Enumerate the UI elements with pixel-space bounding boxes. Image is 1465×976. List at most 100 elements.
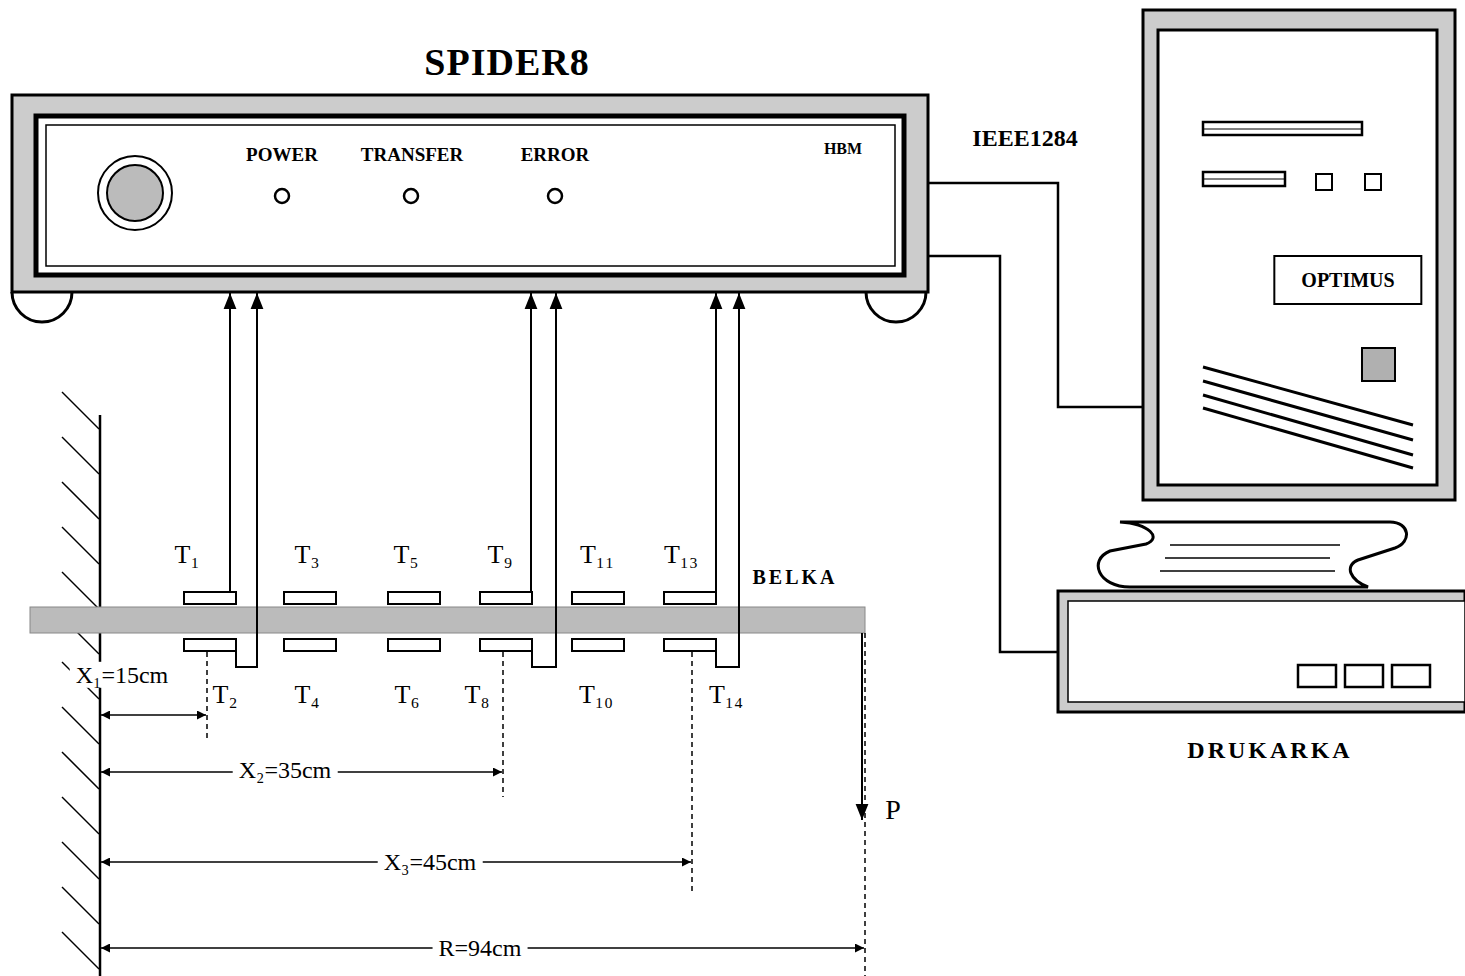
computer	[1203, 172, 1285, 186]
strain-gauge	[664, 639, 716, 651]
computer	[1362, 348, 1395, 381]
beam-label: BELKA	[752, 566, 837, 588]
interface-label: IEEE1284	[972, 125, 1077, 151]
strain-gauge	[284, 592, 336, 604]
printer	[1392, 665, 1430, 687]
gauge-label: T₁₃	[664, 541, 698, 570]
strain-gauge	[664, 592, 716, 604]
printer	[1058, 591, 1465, 712]
dimension-label: X₁=15cm	[70, 662, 175, 688]
fixed-wall	[62, 707, 99, 744]
spider8-device	[107, 165, 163, 221]
computer	[1365, 174, 1381, 190]
gauge-label: T₁₄	[709, 681, 743, 710]
beam-box: BELKA	[30, 607, 865, 633]
led-label: TRANSFER	[361, 145, 463, 166]
dimension-line	[864, 633, 866, 976]
dimension-line	[206, 652, 208, 742]
gauge-wire	[715, 293, 717, 592]
computer-case: OPTIMUS	[1143, 10, 1455, 500]
dimension-line	[101, 714, 206, 716]
strain-gauge	[184, 592, 236, 604]
gauge-label: T₄	[295, 681, 320, 710]
gauge-label: T₁₁	[580, 541, 614, 570]
fixed-wall	[62, 842, 99, 879]
led-label: POWER	[246, 145, 318, 166]
gauge-label: T₃	[295, 541, 320, 570]
computer	[1203, 129, 1362, 130]
printer	[1165, 557, 1330, 559]
device-box: SPIDER8POWERTRANSFERERRORHBM	[12, 95, 928, 292]
computer	[1203, 122, 1362, 135]
led-label: ERROR	[521, 145, 590, 166]
brand-label: HBM	[824, 140, 862, 158]
spider8-device	[12, 292, 72, 322]
gauge-label: T₆	[395, 681, 420, 710]
fixed-wall	[62, 392, 99, 429]
gauge-wire	[530, 293, 532, 592]
computer	[1158, 30, 1437, 485]
printer	[1058, 522, 1465, 712]
cable-connector	[928, 183, 1143, 407]
cable-connector	[928, 256, 1058, 652]
load-label: P	[885, 795, 901, 826]
gauge-label: T₈	[465, 681, 490, 710]
spider8-device	[46, 125, 895, 266]
gauge-label: T₂	[213, 681, 238, 710]
computer	[1143, 10, 1455, 500]
gauge-wire	[230, 293, 739, 667]
dimension-label: X₂=35cm	[233, 757, 338, 783]
fixed-wall	[62, 797, 99, 834]
computer	[1316, 174, 1332, 190]
fixed-wall	[62, 752, 99, 789]
fixed-wall	[62, 572, 99, 609]
printer	[1345, 665, 1383, 687]
strain-gauge	[184, 592, 716, 651]
spider8-device	[548, 189, 562, 203]
gauge-label: T₁	[175, 541, 200, 570]
computer	[1143, 10, 1455, 500]
load-arrow	[861, 633, 863, 820]
dimension-line	[691, 652, 693, 892]
printer	[1298, 665, 1336, 687]
strain-gauge	[572, 592, 624, 604]
device-title: SPIDER8	[424, 42, 589, 84]
strain-gauge	[184, 639, 236, 651]
strain-gauge	[388, 639, 440, 651]
computer	[1203, 395, 1413, 455]
printer	[1098, 522, 1406, 587]
fixed-wall	[62, 482, 99, 519]
gauge-wire	[532, 293, 556, 667]
gauge-wire	[716, 293, 739, 667]
spider8-device	[12, 95, 928, 322]
dimension-line	[502, 652, 504, 797]
gauge-label: T₁₀	[579, 681, 613, 710]
fixed-wall	[62, 932, 99, 969]
dimension-label: X₃=45cm	[378, 849, 483, 875]
printer	[1170, 544, 1340, 546]
printer-box: DRUKARKA	[1058, 591, 1465, 712]
gauge-label: T₅	[394, 541, 419, 570]
spider8-device	[404, 189, 418, 203]
gauge-wire	[229, 293, 231, 592]
computer	[1203, 408, 1413, 468]
printer-label: DRUKARKA	[1187, 737, 1352, 763]
dimension-line	[101, 633, 865, 976]
strain-gauge	[284, 639, 336, 651]
gauge-wire	[236, 293, 257, 667]
fixed-wall	[99, 415, 102, 976]
spider8-device	[866, 292, 926, 322]
load-arrow	[862, 633, 863, 820]
fixed-wall	[62, 887, 99, 924]
fixed-wall	[62, 437, 99, 474]
computer-name: OPTIMUS	[1273, 255, 1422, 305]
strain-gauge	[572, 639, 624, 651]
computer	[1203, 381, 1413, 440]
strain-gauge	[480, 592, 532, 604]
dimension-label: R=94cm	[433, 935, 528, 961]
spider8-device	[275, 189, 289, 203]
printer	[1160, 570, 1335, 572]
